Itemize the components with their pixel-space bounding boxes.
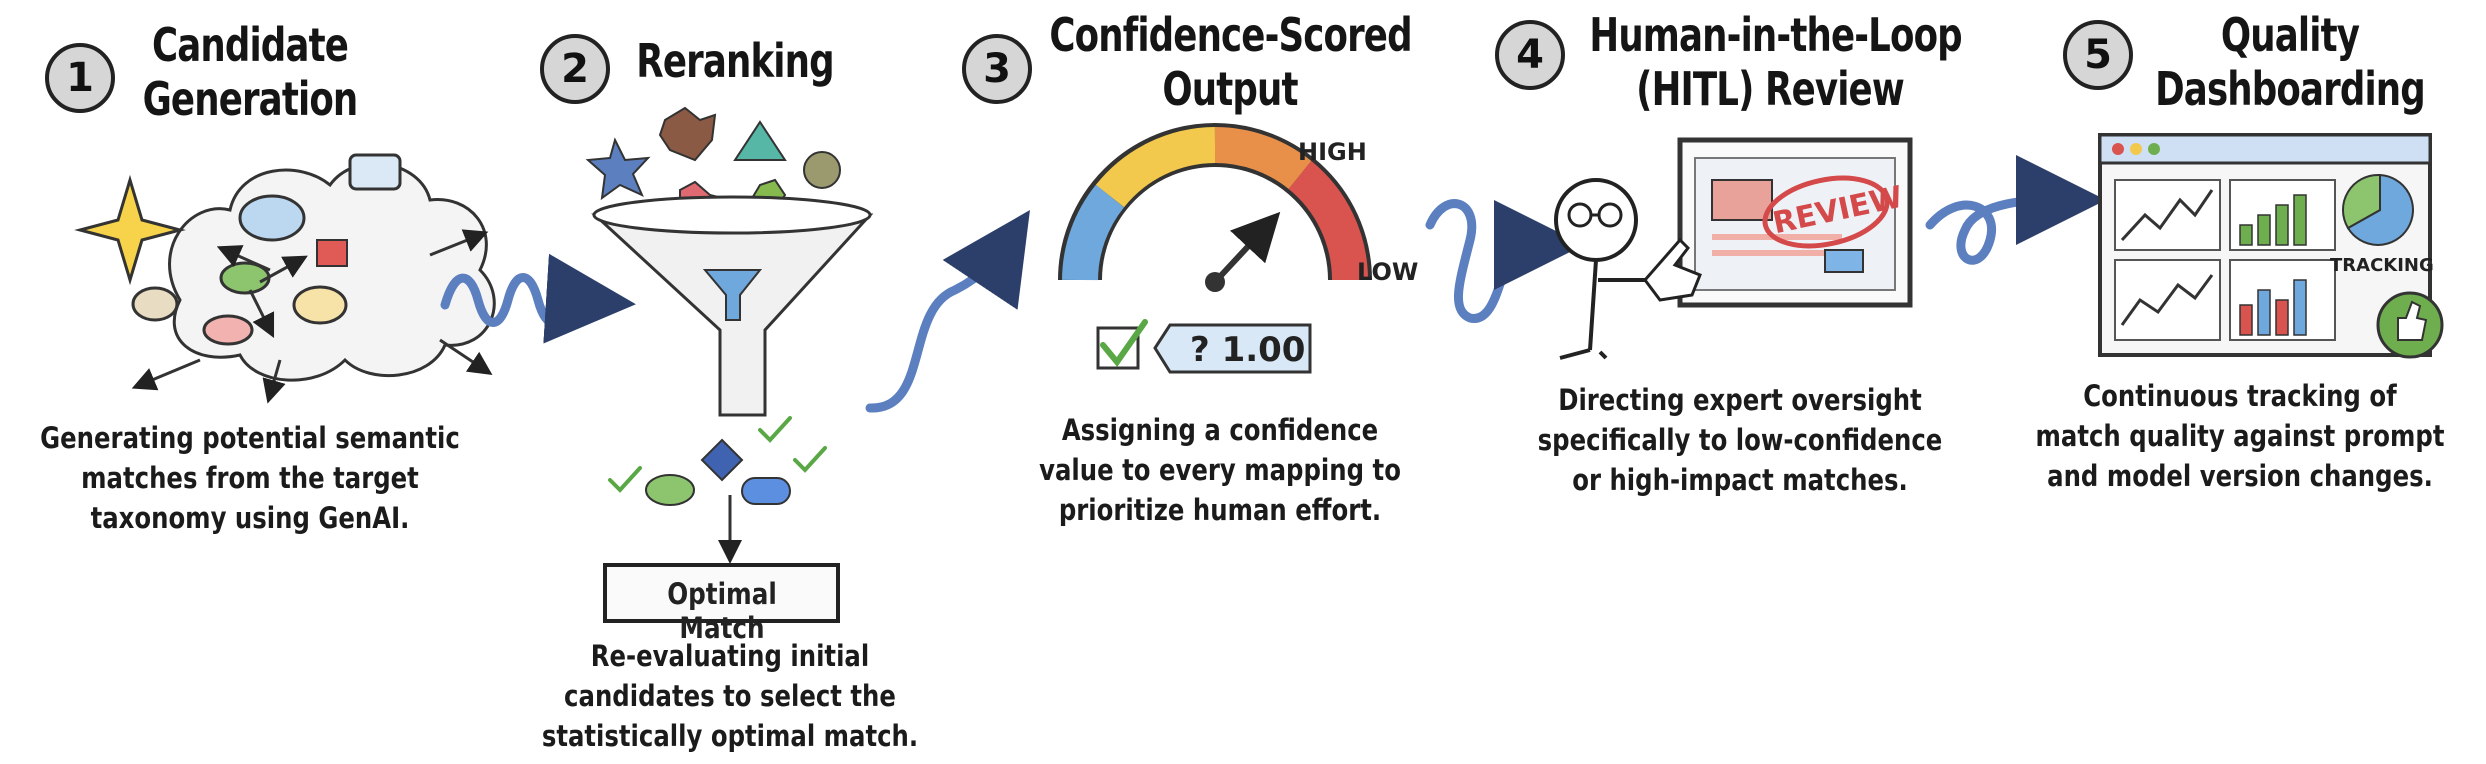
- green-bubble-icon: [645, 474, 695, 506]
- beige-blob-icon: [131, 286, 179, 322]
- desc-line: or high-impact matches.: [1572, 463, 1908, 497]
- gauge-low-label: LOW: [1357, 258, 1419, 286]
- step-title-line: Human-in-the-Loop: [1589, 8, 1962, 62]
- step-number-badge: 1: [45, 43, 115, 113]
- optimal-match-label: Optimal Match: [667, 577, 777, 645]
- desc-line: match quality against prompt: [2035, 419, 2445, 453]
- step-title: Human-in-the-Loop (HITL) Review: [1589, 8, 1962, 116]
- brown-blob-icon: [658, 106, 717, 162]
- gauge-illustration: [1058, 123, 1372, 374]
- step-title-line: Dashboarding: [2155, 62, 2426, 116]
- desc-line: specifically to low-confidence: [1537, 423, 1943, 457]
- desc-line: statistically optimal match.: [541, 719, 919, 753]
- check-icon: [1100, 319, 1148, 367]
- step-5-description: Continuous tracking of match quality aga…: [2030, 376, 2450, 496]
- idea-cloud-illustration: [74, 153, 496, 404]
- desc-line: candidates to select the: [564, 679, 896, 713]
- blue-pill-icon: [741, 477, 791, 505]
- step-4-description: Directing expert oversight specifically …: [1522, 380, 1959, 500]
- score-label: 1.00: [1221, 330, 1306, 370]
- teal-triangle-icon: [733, 120, 787, 161]
- blue-star-icon: [585, 137, 651, 201]
- step-title-line: Reranking: [636, 34, 834, 88]
- spiral-arrow-icon: [1925, 155, 2106, 265]
- step-number-badge: 4: [1495, 20, 1565, 90]
- loop-arrow-icon: [1425, 199, 1584, 323]
- blue-diamond-icon: [700, 438, 744, 482]
- desc-line: Re-evaluating initial: [590, 639, 870, 673]
- step-title-line: (HITL) Review: [1636, 62, 1905, 116]
- sparkle-icon: [74, 174, 186, 286]
- desc-line: Continuous tracking of: [2083, 379, 2397, 413]
- desc-line: taxonomy using GenAI.: [90, 501, 410, 535]
- line-chart-icon: [2120, 189, 2214, 242]
- step-title: Quality Dashboarding: [2144, 8, 2436, 116]
- desc-line: and model version changes.: [2047, 459, 2433, 493]
- score-value: ? 1.00: [1190, 330, 1305, 370]
- step-title-line: Confidence-Scored: [1049, 8, 1412, 62]
- step-number-badge: 5: [2063, 20, 2133, 90]
- bar-chart-icon: [2239, 279, 2307, 336]
- step-title-line: Generation: [142, 72, 359, 126]
- cloud-icon: [168, 162, 496, 382]
- check-icon: [758, 416, 792, 443]
- step-3-description: Assigning a confidence value to every ma…: [1018, 410, 1421, 530]
- dashboard-illustration: [2098, 133, 2444, 359]
- step-number-badge: 3: [962, 34, 1032, 104]
- step-title-line: Quality: [2220, 8, 2360, 62]
- wave-arrow-icon: [440, 253, 636, 344]
- review-stamp: [1762, 175, 1890, 249]
- optimal-match-box: [603, 563, 840, 623]
- desc-line: prioritize human effort.: [1058, 493, 1382, 527]
- pink-bubble-icon: [202, 314, 254, 346]
- desc-line: value to every mapping to: [1039, 453, 1401, 487]
- funnel-illustration: [585, 106, 874, 564]
- step-title-line: Candidate: [151, 18, 349, 72]
- yellow-bubble-icon: [292, 285, 348, 325]
- step-title: Confidence-Scored Output: [1049, 8, 1412, 116]
- speech-bubble-icon: [238, 194, 306, 242]
- check-icon: [793, 446, 827, 473]
- red-tag-icon: [316, 239, 348, 267]
- chat-bubble-icon: [348, 153, 402, 191]
- desc-line: Generating potential semantic: [40, 421, 460, 455]
- line-chart-icon: [2120, 274, 2214, 326]
- step-2-description: Re-evaluating initial candidates to sele…: [512, 636, 949, 756]
- desc-line: matches from the target: [81, 461, 419, 495]
- gauge-high-label: HIGH: [1298, 138, 1367, 166]
- score-tag: [1153, 323, 1312, 374]
- reviewer-illustration: [1554, 137, 1913, 360]
- curve-arrow-icon: [865, 210, 1030, 413]
- step-number-badge: 2: [540, 34, 610, 104]
- step-1-description: Generating potential semantic matches fr…: [40, 418, 460, 538]
- question-icon: ?: [1190, 330, 1210, 370]
- person-head: [1554, 178, 1638, 262]
- pointing-hand-icon: [1643, 237, 1702, 302]
- step-title-line: Output: [1162, 62, 1298, 116]
- desc-line: Assigning a confidence: [1061, 413, 1379, 447]
- step-title: Candidate Generation: [121, 18, 379, 126]
- step-title: Reranking: [632, 34, 838, 88]
- check-icon: [608, 466, 642, 493]
- olive-hexagon-icon: [803, 151, 841, 189]
- gauge-needle: [1212, 211, 1281, 285]
- tracking-label: TRACKING: [2330, 255, 2434, 276]
- bar-chart-icon: [2239, 194, 2307, 246]
- desc-line: Directing expert oversight: [1558, 383, 1922, 417]
